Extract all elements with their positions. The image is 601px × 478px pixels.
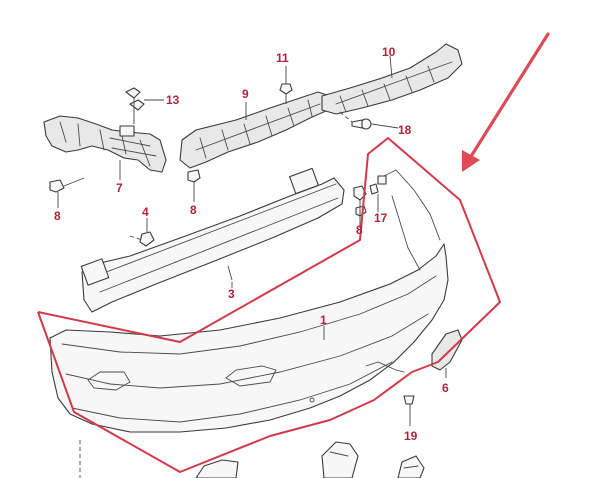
callout-19: 19: [404, 429, 418, 443]
lower-brackets: [195, 441, 425, 478]
callout-6: 6: [442, 381, 449, 395]
clip-4-icon: [129, 218, 155, 247]
screw-19-icon: [403, 395, 415, 426]
callout-8-center: 8: [190, 203, 197, 217]
bumper-beam-part-3: [80, 167, 345, 313]
screw-11-icon: [279, 66, 293, 104]
center-retainer-part-9: [179, 91, 331, 169]
callout-7: 7: [116, 181, 123, 195]
callout-3: 3: [228, 287, 235, 301]
callout-9: 9: [242, 87, 249, 101]
nut-8-left-icon: [49, 177, 85, 208]
bumper-highlight-outline: [37, 137, 501, 473]
callout-4: 4: [142, 205, 149, 219]
bolt-18-icon: [339, 111, 399, 130]
fasteners: [49, 55, 415, 478]
left-bracket-part-7: [43, 115, 167, 173]
callout-17: 17: [374, 211, 388, 225]
clip-17-icon: [369, 175, 387, 212]
callout-18: 18: [398, 123, 412, 137]
callout-labels: 1 3 4 6 7 8 8 8 9 10 11 13 17 18 19: [54, 45, 449, 443]
clip-13-icon: [125, 87, 164, 124]
callout-1: 1: [320, 313, 327, 327]
bumper-cover-part-1: [49, 169, 449, 433]
part-10-leader: [389, 55, 393, 79]
callout-8-right: 8: [356, 223, 363, 237]
pointer-arrow-icon: [462, 32, 550, 172]
callout-11: 11: [276, 51, 289, 65]
nut-8-center-icon: [187, 169, 201, 202]
callout-13: 13: [166, 93, 180, 107]
callout-10: 10: [382, 45, 396, 59]
callout-8-left: 8: [54, 209, 61, 223]
